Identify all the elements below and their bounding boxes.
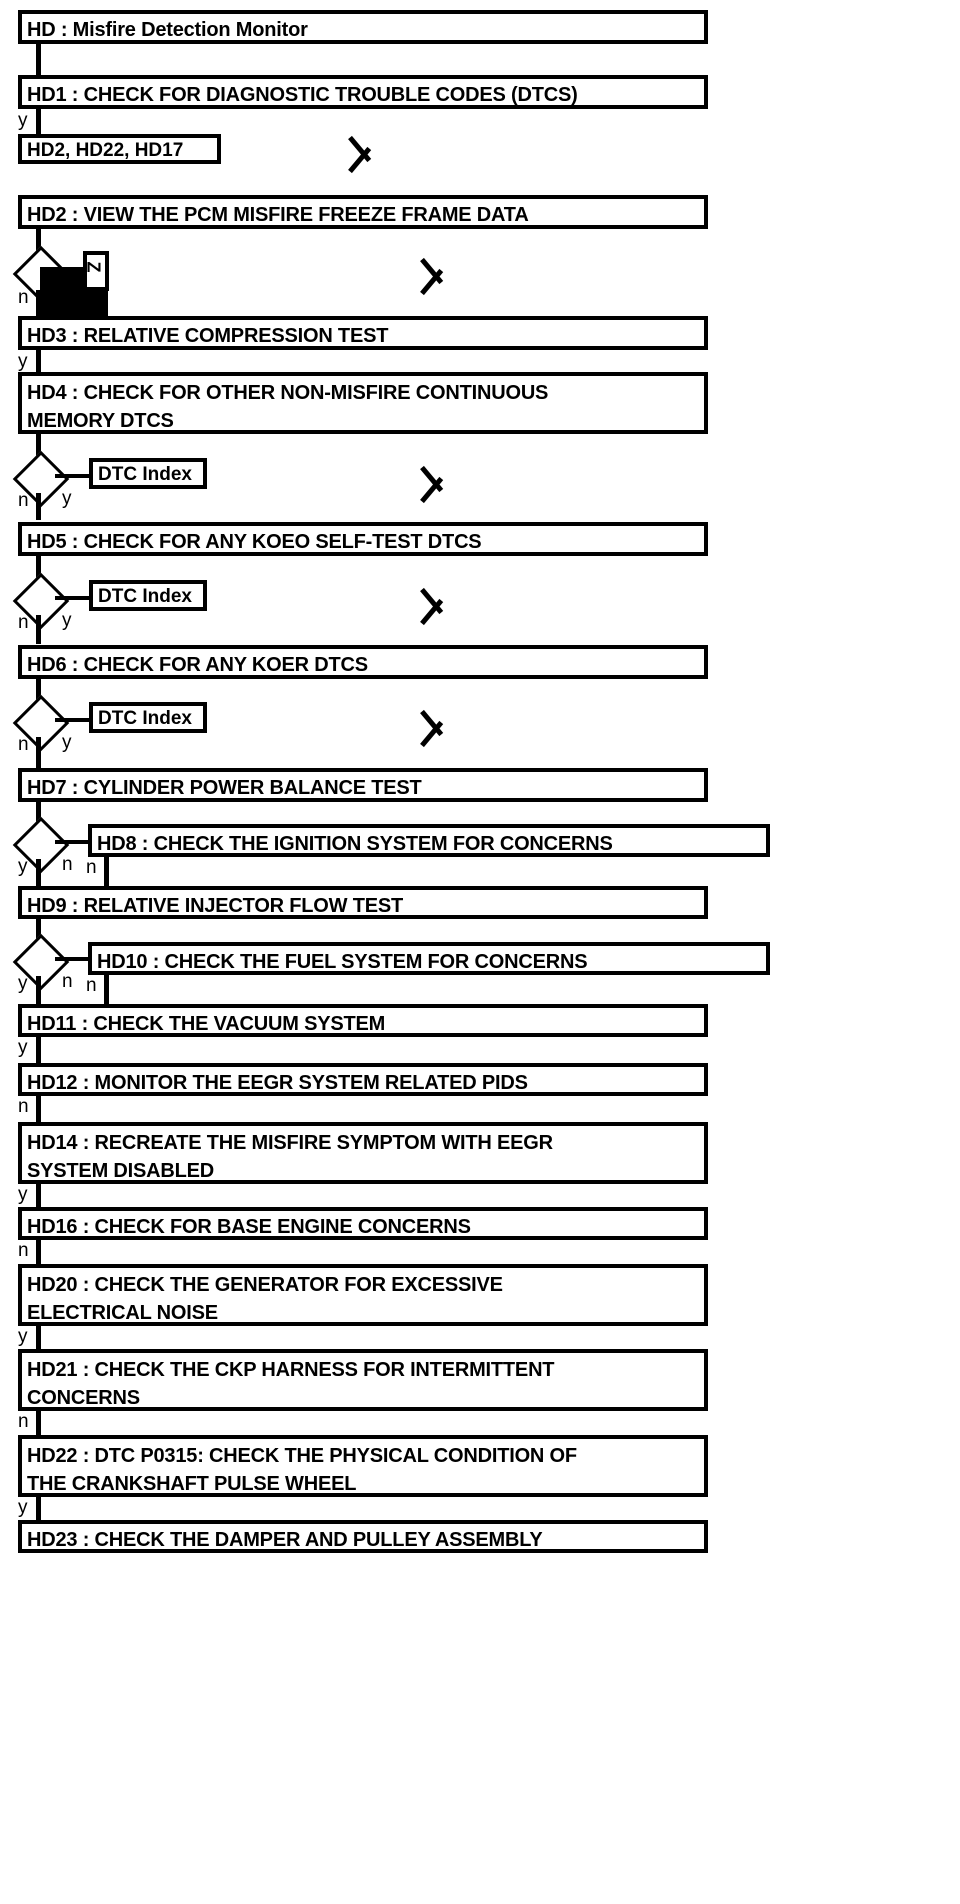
branch-label-hd7-y: y	[18, 856, 28, 877]
branch-label-hd10-n: n	[86, 975, 97, 996]
connector-hd-to-hd1	[36, 44, 41, 76]
connector-hd8-n-down	[104, 857, 109, 886]
connector-hd21-to-hd22	[36, 1411, 41, 1436]
node-hd14[interactable]: HD14 : RECREATE THE MISFIRE SYMPTOM WITH…	[18, 1122, 708, 1184]
connector-hd2-to-decision	[36, 229, 41, 257]
node-hd3[interactable]: HD3 : RELATIVE COMPRESSION TEST	[18, 316, 708, 350]
chevron-right-icon-3	[420, 456, 450, 508]
connector-hd20-to-hd21	[36, 1326, 41, 1350]
branch-label-hd20-y: y	[18, 1326, 28, 1347]
connector-hd2-n-down	[36, 290, 41, 316]
branch-label-hd1-y: y	[18, 110, 28, 131]
connector-hd3-to-hd4	[36, 350, 41, 373]
ref-dtc-index-3[interactable]: DTC Index	[89, 702, 207, 733]
connector-hd7-y-down	[36, 859, 41, 886]
node-hd6[interactable]: HD6 : CHECK FOR ANY KOER DTCS	[18, 645, 708, 679]
branch-label-hd4-n: n	[18, 490, 29, 511]
ref-dtc-index-2[interactable]: DTC Index	[89, 580, 207, 611]
branch-label-hd9-y: y	[18, 973, 28, 994]
branch-label-hd6-y: y	[62, 732, 72, 753]
connector-hd6-y-to-dtc	[55, 718, 91, 722]
branch-label-hd5-y: y	[62, 610, 72, 631]
node-hd1[interactable]: HD1 : CHECK FOR DIAGNOSTIC TROUBLE CODES…	[18, 75, 708, 109]
node-hd7[interactable]: HD7 : CYLINDER POWER BALANCE TEST	[18, 768, 708, 802]
connector-hd22-to-hd23	[36, 1497, 41, 1521]
selection-artifact-box: Z	[83, 251, 109, 291]
branch-label-hd4-y: y	[62, 488, 72, 509]
chevron-right-icon-4	[420, 578, 450, 630]
connector-hd5-to-decision	[36, 556, 41, 584]
branch-label-hd8-n: n	[86, 857, 97, 878]
connector-hd9-to-decision	[36, 919, 41, 945]
connector-hd7-to-decision	[36, 802, 41, 830]
connector-hd16-to-hd20	[36, 1240, 41, 1265]
branch-label-hd5-n: n	[18, 612, 29, 633]
branch-label-hd2-n: n	[18, 287, 29, 308]
connector-hd14-to-hd16	[36, 1184, 41, 1208]
connector-hd7-n-to-hd8	[55, 840, 91, 844]
branch-label-hd11-y: y	[18, 1037, 28, 1058]
chevron-right-icon-2	[420, 248, 450, 300]
connector-hd4-n-down	[36, 493, 41, 520]
node-hd23[interactable]: HD23 : CHECK THE DAMPER AND PULLEY ASSEM…	[18, 1520, 708, 1553]
node-hd9[interactable]: HD9 : RELATIVE INJECTOR FLOW TEST	[18, 886, 708, 919]
node-hd16[interactable]: HD16 : CHECK FOR BASE ENGINE CONCERNS	[18, 1207, 708, 1240]
node-hd4[interactable]: HD4 : CHECK FOR OTHER NON-MISFIRE CONTIN…	[18, 372, 708, 434]
connector-hd6-to-decision	[36, 679, 41, 707]
connector-hd5-y-to-dtc	[55, 596, 91, 600]
node-hd22[interactable]: HD22 : DTC P0315: CHECK THE PHYSICAL CON…	[18, 1435, 708, 1497]
connector-hd4-y-to-dtc	[55, 474, 91, 478]
connector-hd5-n-down	[36, 615, 41, 644]
node-hd5[interactable]: HD5 : CHECK FOR ANY KOEO SELF-TEST DTCS	[18, 522, 708, 556]
branch-label-hd14-y: y	[18, 1184, 28, 1205]
ref-dtc-index-1[interactable]: DTC Index	[89, 458, 207, 489]
branch-label-hd22-y: y	[18, 1497, 28, 1518]
connector-hd1-to-ref	[36, 109, 41, 135]
node-hd8[interactable]: HD8 : CHECK THE IGNITION SYSTEM FOR CONC…	[88, 824, 770, 857]
branch-label-hd21-n: n	[18, 1411, 29, 1432]
branch-label-hd3-y: y	[18, 351, 28, 372]
selection-artifact-label: Z	[83, 261, 104, 273]
node-hd2[interactable]: HD2 : VIEW THE PCM MISFIRE FREEZE FRAME …	[18, 195, 708, 229]
ref-hd2-hd22-hd17[interactable]: HD2, HD22, HD17	[18, 134, 221, 164]
branch-label-hd6-n: n	[18, 734, 29, 755]
node-hd12[interactable]: HD12 : MONITOR THE EEGR SYSTEM RELATED P…	[18, 1063, 708, 1096]
chevron-right-icon-1	[348, 126, 378, 178]
connector-hd9-y-down	[36, 976, 41, 1004]
branch-label-hd12-n: n	[18, 1096, 29, 1117]
connector-hd9-n-to-hd10	[55, 957, 91, 961]
connector-hd11-to-hd12	[36, 1037, 41, 1063]
branch-label-hd16-n: n	[18, 1240, 29, 1261]
node-hd10[interactable]: HD10 : CHECK THE FUEL SYSTEM FOR CONCERN…	[88, 942, 770, 975]
connector-hd12-to-hd14	[36, 1096, 41, 1122]
connector-hd4-to-decision	[36, 434, 41, 462]
connector-hd6-n-down	[36, 737, 41, 768]
node-hd11[interactable]: HD11 : CHECK THE VACUUM SYSTEM	[18, 1004, 708, 1037]
node-hd[interactable]: HD : Misfire Detection Monitor	[18, 10, 708, 44]
branch-label-hd9-n: n	[62, 971, 73, 992]
chevron-right-icon-5	[420, 700, 450, 752]
node-hd21[interactable]: HD21 : CHECK THE CKP HARNESS FOR INTERMI…	[18, 1349, 708, 1411]
node-hd20[interactable]: HD20 : CHECK THE GENERATOR FOR EXCESSIVE…	[18, 1264, 708, 1326]
branch-label-hd7-n: n	[62, 854, 73, 875]
connector-hd10-n-down	[104, 975, 109, 1004]
